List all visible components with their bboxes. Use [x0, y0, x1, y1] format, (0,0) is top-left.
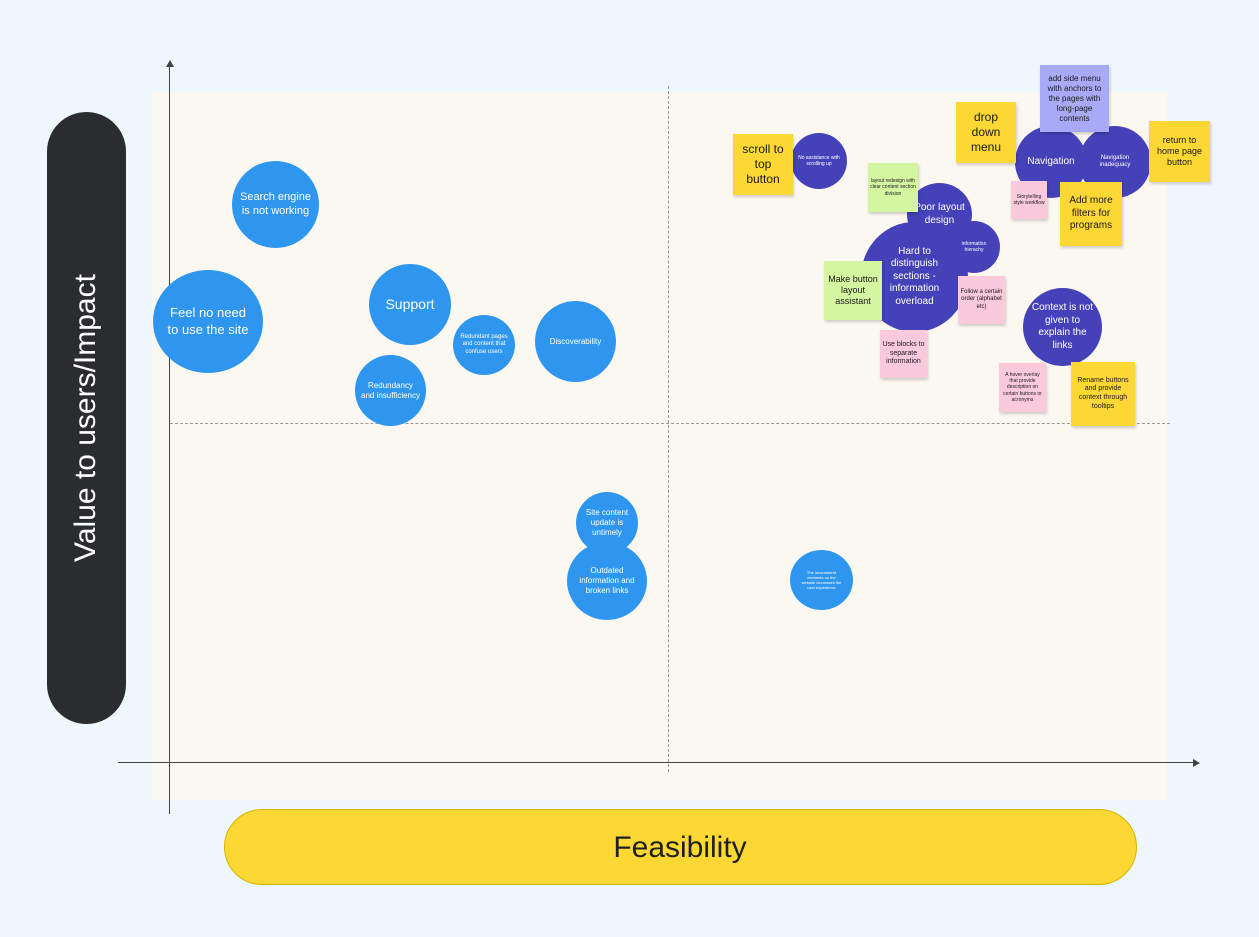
note-storytelling[interactable]: Storytelling style workflow — [1011, 181, 1047, 219]
note-hover-overlay[interactable]: A hover overlay that provide description… — [999, 363, 1046, 412]
note-layout-redesign[interactable]: layout redesign with clear content secti… — [868, 163, 918, 212]
note-side-menu[interactable]: add side menu with anchors to the pages … — [1040, 65, 1109, 132]
cluster-search-engine[interactable]: Search engine is not working — [232, 161, 319, 248]
note-make-button[interactable]: Make button layout assistant — [824, 261, 882, 320]
cluster-support[interactable]: Support — [369, 264, 451, 345]
x-axis-label: Feasibility — [613, 831, 747, 864]
note-use-blocks[interactable]: Use blocks to separate information — [880, 330, 927, 378]
x-axis-line — [118, 762, 1196, 763]
cluster-outdated-info[interactable]: Outdated information and broken links — [567, 542, 647, 620]
cluster-inconsistent[interactable]: The inconsistent elements on the website… — [790, 550, 853, 610]
cluster-no-assistance[interactable]: No assistance with scrolling up — [791, 133, 847, 189]
x-axis-label-pill — [224, 809, 1137, 885]
note-rename-buttons[interactable]: Rename buttons and provide context throu… — [1071, 362, 1135, 426]
x-axis-arrow — [1193, 759, 1200, 767]
note-add-filters[interactable]: Add more filters for programs — [1060, 182, 1122, 246]
cluster-redundant-pages[interactable]: Redundant pages and content that confuse… — [453, 315, 515, 375]
y-axis-arrow — [166, 60, 174, 67]
note-scroll-to-top[interactable]: scroll to top button — [733, 134, 793, 195]
quadrant-divider-horizontal — [170, 423, 1170, 424]
matrix-board — [152, 92, 1167, 800]
y-axis-label-pill — [47, 112, 126, 724]
y-axis-line — [169, 64, 170, 814]
cluster-feel-no-need[interactable]: Feel no need to use the site — [153, 270, 263, 373]
note-return-home[interactable]: return to home page button — [1149, 121, 1210, 182]
y-axis-label: Value to users/Impact — [69, 274, 102, 562]
note-drop-down[interactable]: drop down menu — [956, 102, 1016, 163]
cluster-context-not-given[interactable]: Context is not given to explain the link… — [1023, 288, 1102, 366]
quadrant-divider-vertical — [668, 86, 669, 772]
cluster-redundancy[interactable]: Redundancy and insufficiency — [355, 355, 426, 426]
cluster-discoverability[interactable]: Discoverability — [535, 301, 616, 382]
note-follow-order[interactable]: Follow a certain order (alphabet etc) — [958, 276, 1005, 324]
